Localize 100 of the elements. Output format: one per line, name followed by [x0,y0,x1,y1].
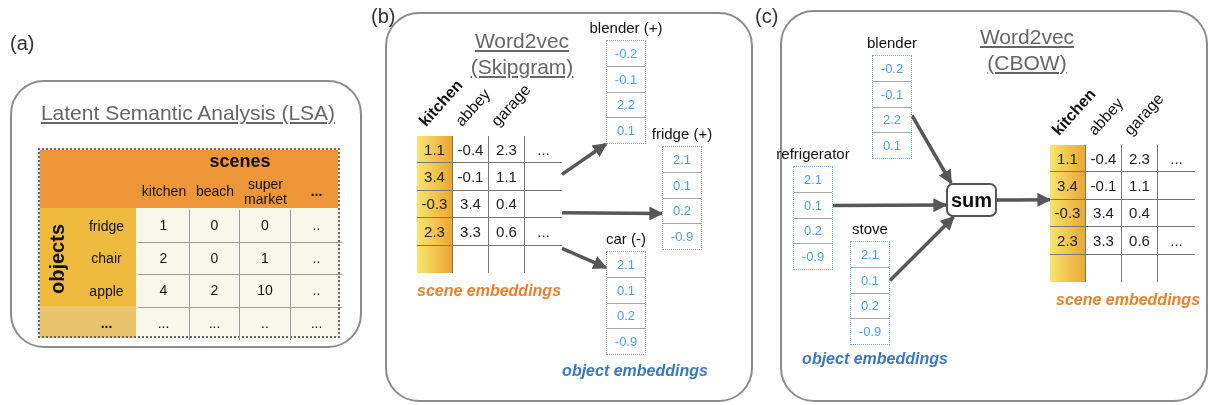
table-cell: 1 [240,243,291,275]
vector-value: 0.1 [873,132,911,158]
row-label: apple [88,281,125,301]
table-cell: .. [240,308,291,340]
vector-value: -0.9 [607,328,645,354]
table-cell: 3.4 [1086,199,1122,228]
vector-label: blender (+) [589,19,663,36]
table-cell: 3.4 [1050,172,1086,200]
table-cell: 1.1 [489,163,525,191]
caption-label: scene embeddings [1056,291,1200,309]
vector-value: -0.9 [851,318,889,344]
table-cell: 3.3 [1086,227,1122,255]
vector-value: 2.1 [615,255,637,274]
table-cell-text: ... [309,314,324,334]
vector-value: 0.1 [794,191,832,218]
vector-value: 2.1 [802,170,824,189]
table-cell: ... [190,308,240,340]
table-cell: -0.1 [453,163,489,191]
vector-value: -0.9 [663,223,701,249]
panel-title: Word2vec (CBOW) [978,24,1076,76]
table-cell: 2.3 [1122,145,1158,173]
panel-letter: (a) [10,32,35,55]
caption-label: scene embeddings [417,282,561,300]
vector-label: refrigerator [776,145,850,162]
vector-label: blender [867,34,917,51]
arrow [561,246,608,270]
vector-value: -0.1 [873,80,911,107]
table-cell: .. [291,210,342,243]
vector-value: 2.2 [873,106,911,133]
row-group-label: objects [46,224,69,294]
vector-value: 0.1 [607,276,645,303]
column-header: kitchen [140,182,188,202]
table-cell: -0.4 [453,136,489,164]
panel-letter: (c) [755,5,779,28]
arrow [562,206,664,221]
table-cell: 2 [138,243,190,275]
row-label: fridge [88,216,125,236]
vector-value: -0.9 [794,243,832,269]
table-cell: -0.3 [1050,199,1086,228]
table-cell: ... [525,136,562,164]
table-cell: 0.6 [1122,227,1158,255]
table-cell: ... [138,308,190,340]
vector-value: -0.1 [607,65,645,92]
table-cell: 3.4 [453,190,489,219]
table-cell: 1.1 [417,136,453,164]
table-cell: 0.4 [489,190,525,219]
arrow [561,142,608,176]
table-cell: 2 [190,275,240,308]
table-cell: 1.1 [1050,145,1086,173]
table-cell: 0.6 [489,218,525,246]
table-cell: ... [1158,145,1195,173]
vector-label: fridge (+) [651,125,713,142]
table-cell: 0 [190,243,240,275]
table-cell: 10 [240,275,291,308]
table-cell: .. [291,243,342,275]
arrow [833,198,948,213]
vector-value: 0.1 [663,171,701,198]
vector-value: 0.2 [851,292,889,319]
vector-value: 0.1 [851,266,889,293]
vector-value: 0.2 [607,302,645,329]
table-cell: 2.3 [417,218,453,246]
vector-value: -0.2 [879,59,905,78]
vector-value: 0.2 [663,197,701,224]
column-header: super market [243,174,288,209]
column-group-header: scenes [208,150,272,174]
arrow [888,215,955,282]
table-cell: 0 [240,210,291,243]
table-cell: 3.3 [453,218,489,246]
row-label: chair [90,249,123,269]
arrow [910,114,953,185]
operation-box: sum [946,183,997,217]
vector-value: 2.1 [859,245,881,264]
table-cell: -0.3 [417,190,453,219]
column-header: ... [309,182,324,202]
table-cell: 3.4 [417,163,453,191]
vector-value: -0.2 [613,44,639,63]
panel-letter: (b) [371,5,396,28]
table-cell: -0.4 [1086,145,1122,173]
table-cell: 0 [190,210,240,243]
table-cell: 1.1 [1122,172,1158,200]
vector-label: stove [852,220,888,237]
vector-value: 2.2 [607,91,645,118]
column-header: beach [194,182,236,202]
matrix-table [38,148,340,338]
table-cell: -0.1 [1086,172,1122,200]
table-cell: ... [525,218,562,246]
arrow [997,192,1052,207]
table-cell: .. [291,275,342,308]
table-cell: 1 [138,210,190,243]
table-cell: ... [1158,227,1195,255]
vector-value: 0.2 [794,217,832,244]
vector-label: car (-) [606,230,646,247]
vector-value: 0.1 [607,117,645,143]
table-cell: 4 [138,275,190,308]
panel-title: Word2vec (Skipgram) [469,28,575,80]
table-cell: 0.4 [1122,199,1158,228]
table-cell: 2.3 [1050,227,1086,255]
vector-value: 2.1 [671,150,693,169]
table-cell: 2.3 [489,136,525,164]
panel-title: Latent Semantic Analysis (LSA) [39,100,337,126]
